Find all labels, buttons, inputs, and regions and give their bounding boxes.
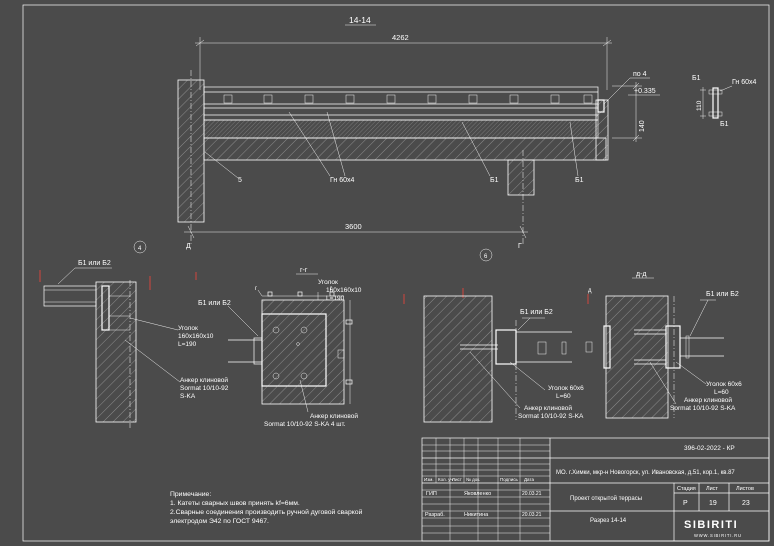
axis-g: Г [518, 243, 522, 250]
col-kol: Кол. уч [438, 477, 453, 482]
gip-name: Яковленко [464, 491, 491, 497]
profile-b1-top: Б1 [692, 75, 701, 82]
label-b1-a: Б1 [490, 177, 499, 184]
view-d-title: д-д [636, 271, 647, 278]
col-sign: Подпись [500, 477, 518, 482]
node6-b1b2: Б1 или Б2 [520, 309, 553, 316]
gip-role: ГИП [426, 491, 437, 497]
section-title: 14-14 [349, 15, 371, 25]
joist-posts [223, 94, 593, 104]
section-14-14: 14-14 4262 [133, 15, 660, 262]
axis-d: Д [186, 243, 191, 250]
sheet-value: 19 [709, 500, 717, 507]
dim-bottom-span: 3600 [345, 222, 362, 231]
end-plate [597, 99, 605, 113]
view-d-b1b2: Б1 или Б2 [706, 291, 739, 298]
logo-url: WWW.SIBIRITI.RU [694, 533, 742, 538]
axis-node-4: 4 [138, 246, 142, 252]
project-name: Проект открытой террасы [570, 495, 642, 502]
elevation-label: +0.335 [634, 88, 656, 95]
profile-b1-bot: Б1 [720, 121, 729, 128]
plate-label: по 4 [633, 71, 647, 78]
notes-line-1: 1. Катеты сварных швов принять kf=6мм. [170, 500, 300, 507]
notes-line-3: электродом Э42 по ГОСТ 9467. [170, 518, 269, 525]
label-5: 5 [238, 177, 242, 184]
col-date: Дата [524, 477, 534, 482]
node4-b1-or-b2: Б1 или Б2 [78, 260, 111, 267]
label-b1-b: Б1 [575, 177, 584, 184]
logo: SIBIRITI [684, 519, 738, 531]
col-izm: Изм. [424, 477, 434, 482]
dim-140: 140 [639, 120, 646, 132]
notes-line-2: 2.Сварные соединения производить ручной … [170, 508, 363, 516]
dev-name: Никитина [464, 512, 489, 518]
notes: Примечание: 1. Катеты сварных швов приня… [170, 491, 363, 525]
stage-header: Стадия [677, 486, 696, 492]
dim-top-span: 4262 [392, 33, 409, 42]
profile-detail: Б1 Гн 60х4 110 Б1 [692, 75, 756, 128]
sheets-value: 23 [742, 500, 750, 507]
address: МО. г.Химки, мкр-н Новогорск, ул. Иванов… [556, 470, 735, 476]
stage-value: Р [683, 500, 688, 507]
view-g-title: г-г [300, 267, 308, 274]
gip-date: 20.03.21 [522, 491, 542, 497]
col-doc: № док. [466, 477, 480, 482]
axis-node-6: 6 [484, 254, 488, 260]
downstand-beam [507, 159, 535, 196]
doc-code: 396-02-2022 - КР [684, 445, 735, 452]
floor-slab [203, 137, 607, 161]
sheet-header: Лист [706, 486, 718, 492]
sheets-header: Листов [736, 486, 754, 492]
view-g-b1b2: Б1 или Б2 [198, 300, 231, 307]
profile-gn: Гн 60х4 [732, 79, 756, 86]
insulation-layer [203, 119, 599, 139]
notes-head: Примечание: [170, 491, 211, 498]
view-g-mark-right: г [330, 286, 333, 292]
dev-role: Разраб. [425, 512, 445, 518]
label-gn: Гн 60х4 [330, 177, 354, 184]
sheet-name: Разрез 14-14 [590, 518, 627, 524]
title-block: Изм. Кол. уч Лист № док. Подпись Дата ГИ… [421, 437, 770, 542]
dev-date: 20.03.21 [522, 512, 542, 518]
col-list: Лист [452, 477, 462, 482]
dim-110: 110 [696, 100, 703, 111]
sheet-frame [22, 4, 770, 542]
view-d-mark-left: д [588, 288, 592, 294]
view-g-mark-left: г [255, 286, 258, 292]
